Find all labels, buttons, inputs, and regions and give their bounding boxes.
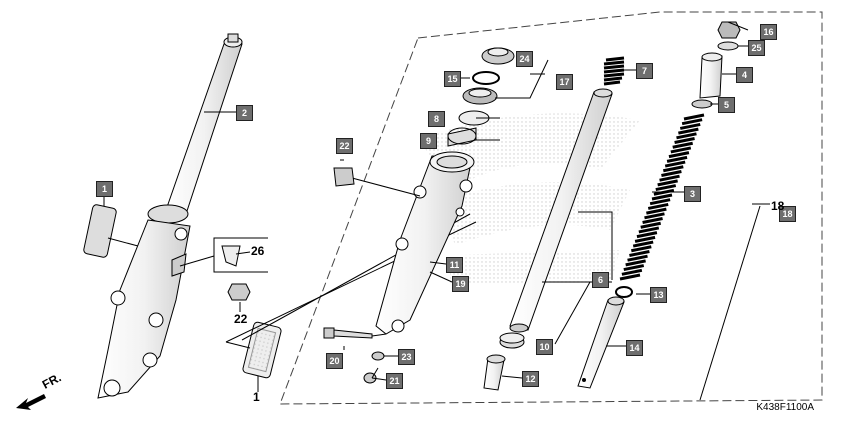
callout-part-2[interactable]: 2 [236,105,253,121]
callout-part-11[interactable]: 11 [446,257,463,273]
front-direction-indicator: FR. [14,370,74,414]
callout-part-6[interactable]: 6 [592,272,609,288]
label-part-26: 26 [251,244,265,258]
callout-part-14[interactable]: 14 [626,340,643,356]
callout-part-25[interactable]: 25 [748,40,765,56]
callout-part-15[interactable]: 15 [444,71,461,87]
callout-part-13[interactable]: 13 [650,287,667,303]
callout-part-19[interactable]: 19 [452,276,469,292]
bottom-case-part-11 [323,151,475,384]
spring-part-7 [603,56,625,86]
callout-part-10[interactable]: 10 [536,339,553,355]
callout-part-17[interactable]: 17 [556,74,573,90]
callout-part-24[interactable]: 24 [516,51,533,67]
callout-part-9[interactable]: 9 [420,133,437,149]
assembly-frame [279,11,823,405]
callout-part-12[interactable]: 12 [522,371,539,387]
callout-part-23[interactable]: 23 [398,349,415,365]
callout-part-3[interactable]: 3 [684,186,701,202]
rod-parts [577,286,633,389]
callout-part-18[interactable]: 18 [779,206,796,222]
callout-part-22[interactable]: 22 [336,138,353,154]
callout-part-1[interactable]: 1 [96,181,113,197]
label-part-18: 18 [771,199,785,213]
callout-part-8[interactable]: 8 [428,111,445,127]
cap-parts [691,21,770,401]
fork-assembly-left [83,33,477,399]
drawing-code: K438F1100A [756,402,814,413]
callout-part-20[interactable]: 20 [326,353,343,369]
callout-part-5[interactable]: 5 [718,97,735,113]
callout-part-7[interactable]: 7 [636,63,653,79]
arrow-icon [16,394,46,410]
label-part-22: 22 [234,312,248,326]
callout-part-21[interactable]: 21 [386,373,403,389]
callout-part-16[interactable]: 16 [760,24,777,40]
leader-lines [103,69,736,392]
seal-stack [447,47,549,147]
spring-part-3 [619,113,705,281]
callout-part-4[interactable]: 4 [736,67,753,83]
fork-pipe-part-6 [483,88,613,391]
label-part-1: 1 [253,390,260,404]
